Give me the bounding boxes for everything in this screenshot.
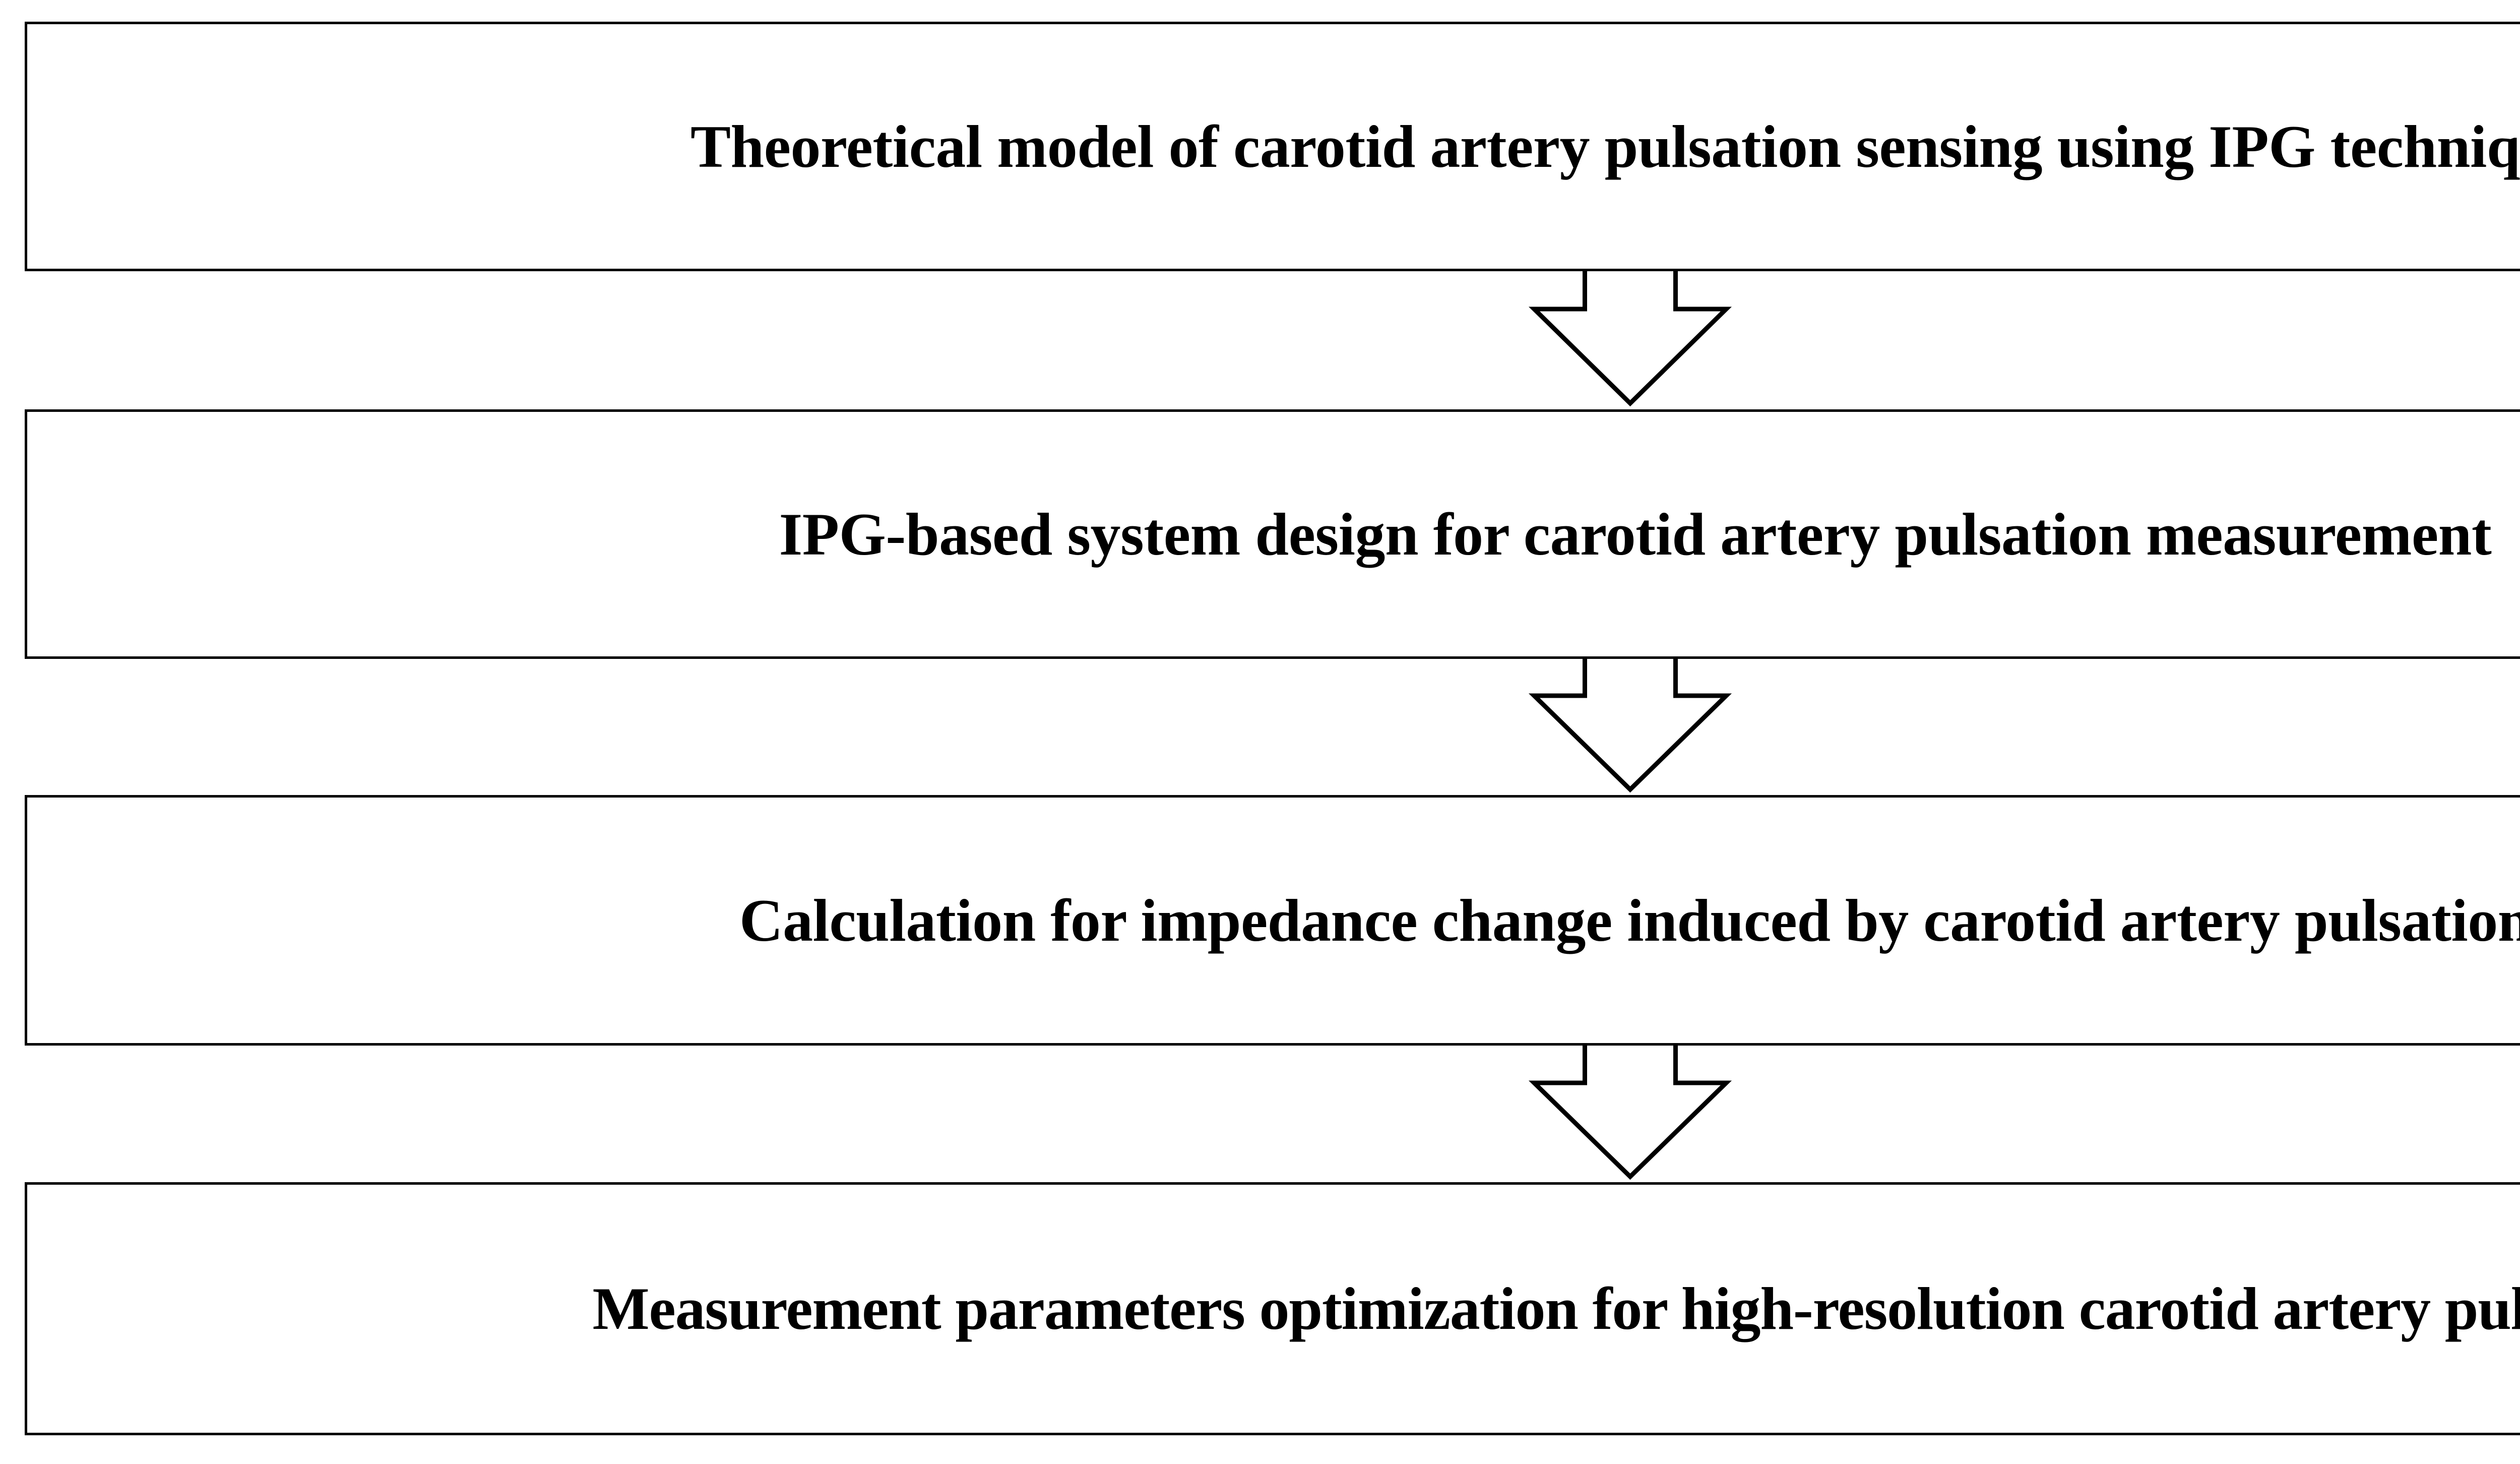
connector-1-2 [1528,270,1732,407]
flow-step-box-2[interactable]: IPG-based system design for carotid arte… [25,409,2520,659]
flow-step-box-3[interactable]: Calculation for impedance change induced… [25,795,2520,1046]
flow-step-label-1: Theoretical model of carotid artery puls… [690,112,2520,180]
flow-step-box-1[interactable]: Theoretical model of carotid artery puls… [25,22,2520,271]
connector-3-4 [1528,1045,1732,1180]
flow-step-label-4: Measurement parameters optimization for … [592,1275,2520,1342]
connector-2-3 [1528,658,1732,793]
flow-step-box-4[interactable]: Measurement parameters optimization for … [25,1182,2520,1435]
flow-step-label-3: Calculation for impedance change induced… [739,886,2520,954]
flow-step-label-2: IPG-based system design for carotid arte… [779,500,2492,568]
